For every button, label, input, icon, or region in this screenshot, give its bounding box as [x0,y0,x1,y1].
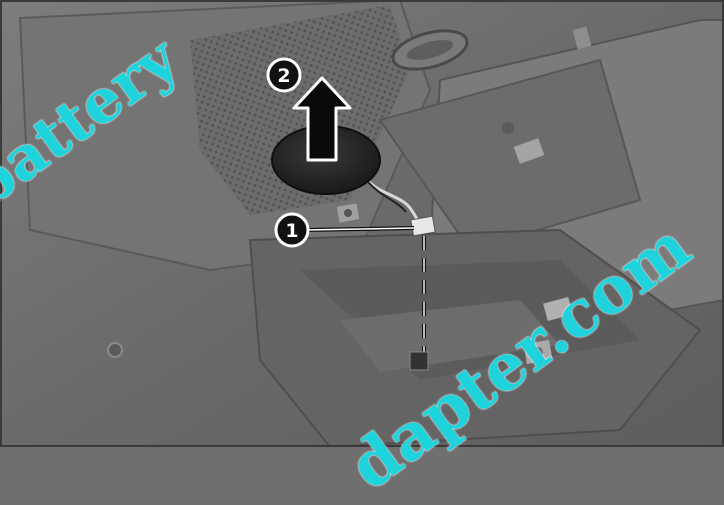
callout-1: 1 [274,212,415,248]
screw [107,342,123,358]
callout-2-label: 2 [277,65,290,87]
board-socket [409,351,429,371]
lift-arrow-icon [292,76,352,162]
laptop-bottom-photo: 2 1 [0,0,724,447]
callout-2: 2 [266,57,302,93]
callout-1-label: 1 [285,220,298,242]
battery-connector [410,215,436,237]
screw [344,209,352,217]
